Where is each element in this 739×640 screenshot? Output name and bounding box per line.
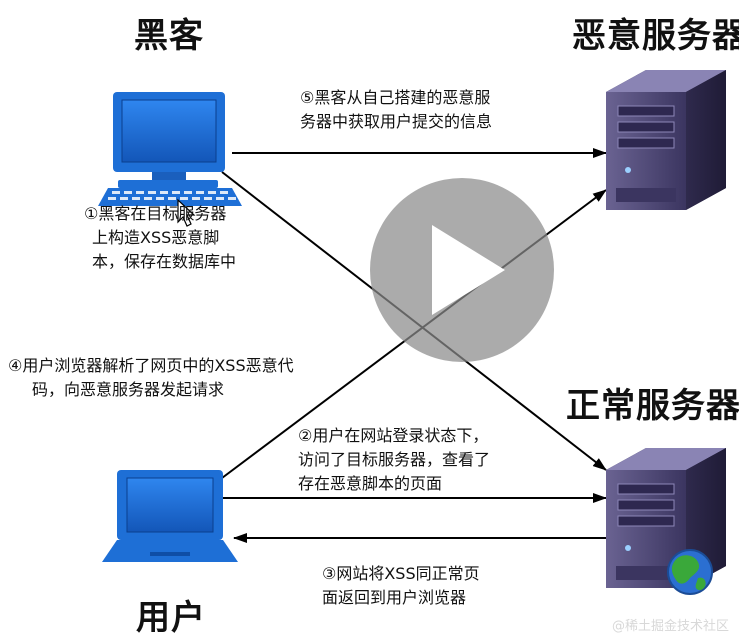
step4-note: ④用户浏览器解析了网页中的XSS恶意代 码，向恶意服务器发起请求 bbox=[8, 354, 294, 402]
laptop-icon bbox=[102, 470, 238, 562]
step2-line3: 存在恶意脚本的页面 bbox=[298, 474, 443, 493]
step5-line1: ⑤黑客从自己搭建的恶意服 bbox=[300, 88, 491, 107]
step1-line2: 上构造XSS恶意脚 bbox=[92, 228, 220, 247]
cursor-icon bbox=[177, 198, 196, 227]
step3-line2: 面返回到用户浏览器 bbox=[322, 588, 467, 607]
step5-line2: 务器中获取用户提交的信息 bbox=[300, 112, 493, 131]
play-button-icon[interactable] bbox=[370, 178, 554, 362]
desktop-computer-icon bbox=[98, 92, 242, 206]
malicious-server-label: 恶意服务器 bbox=[572, 16, 739, 56]
step2-note: ②用户在网站登录状态下， 访问了目标服务器，查看了 存在恶意脚本的页面 bbox=[298, 424, 490, 496]
watermark: @稀土掘金技术社区 bbox=[611, 619, 729, 634]
step2-line2: 访问了目标服务器，查看了 bbox=[298, 450, 491, 469]
normal-server-label: 正常服务器 bbox=[566, 386, 739, 426]
server-tower-icon bbox=[606, 70, 726, 210]
hacker-label: 黑客 bbox=[134, 16, 204, 56]
step1-line1: ①黑客在目标服务器 bbox=[84, 204, 227, 223]
step4-line2: 码，向恶意服务器发起请求 bbox=[32, 380, 225, 399]
step3-line1: ③网站将XSS同正常页 bbox=[322, 564, 480, 583]
step2-line1: ②用户在网站登录状态下， bbox=[298, 426, 489, 445]
step1-line3: 本，保存在数据库中 bbox=[92, 252, 237, 271]
step1-note: ①黑客在目标服务器 上构造XSS恶意脚 本，保存在数据库中 bbox=[84, 202, 236, 274]
step5-note: ⑤黑客从自己搭建的恶意服 务器中获取用户提交的信息 bbox=[300, 86, 492, 134]
step4-line1: ④用户浏览器解析了网页中的XSS恶意代 bbox=[8, 356, 294, 375]
step3-note: ③网站将XSS同正常页 面返回到用户浏览器 bbox=[322, 562, 480, 610]
user-label: 用户 bbox=[136, 598, 206, 638]
globe-icon bbox=[667, 549, 713, 595]
